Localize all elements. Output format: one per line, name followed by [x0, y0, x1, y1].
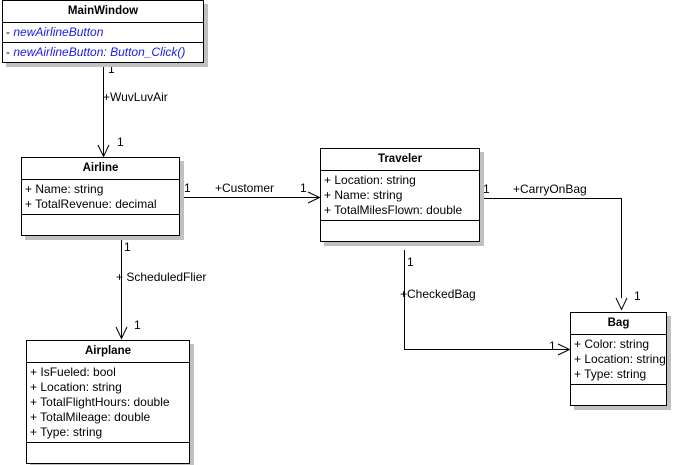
multiplicity-airline-target: 1: [117, 135, 124, 149]
visibility-marker: +: [30, 365, 38, 379]
operations-compartment-traveler: [321, 221, 479, 241]
association-line-airline-airplane[interactable]: [121, 235, 122, 338]
class-name-bag: Bag: [571, 313, 666, 335]
visibility-marker: +: [25, 182, 33, 196]
visibility-marker: +: [324, 188, 332, 202]
visibility-marker: +: [30, 380, 38, 394]
association-label-carryonbag: +CarryOnBag: [513, 182, 587, 196]
attribute-row: + Name: string: [321, 188, 479, 203]
association-line-carryonbag-vertical[interactable]: [621, 198, 622, 298]
visibility-marker: +: [30, 425, 38, 439]
visibility-marker: -: [6, 25, 10, 39]
multiplicity-airline-source: 1: [184, 181, 191, 195]
attributes-compartment-airplane: + IsFueled: bool + Location: string + To…: [27, 363, 189, 443]
class-box-traveler[interactable]: Traveler + Location: string + Name: stri…: [320, 148, 480, 242]
association-label-checkedbag: +CheckedBag: [400, 287, 476, 301]
attribute-row: + IsFueled: bool: [27, 365, 189, 380]
attribute-row: + TotalMileage: double: [27, 410, 189, 425]
association-label-customer: +Customer: [215, 181, 275, 195]
arrowhead-checkedbag: [557, 343, 571, 356]
attribute-row: + Type: string: [27, 425, 189, 440]
multiplicity-bag-target-carryon: 1: [634, 289, 641, 303]
attributes-compartment-bag: + Color: string + Location: string + Typ…: [571, 335, 666, 385]
class-name-mainwindow: MainWindow: [3, 1, 203, 23]
operations-compartment-bag: [571, 385, 666, 405]
attribute-text: TotalMileage: double: [40, 410, 151, 424]
attributes-compartment-traveler: + Location: string + Name: string + Tota…: [321, 171, 479, 221]
multiplicity-traveler-source-checked: 1: [407, 255, 414, 269]
association-line-airline-traveler[interactable]: [180, 197, 320, 198]
attribute-text: Location: string: [334, 173, 416, 187]
attribute-row: + TotalRevenue: decimal: [22, 197, 179, 212]
multiplicity-traveler-source-carryon: 1: [483, 182, 490, 196]
visibility-marker: +: [574, 367, 582, 381]
class-box-airline[interactable]: Airline + Name: string + TotalRevenue: d…: [21, 157, 180, 236]
class-name-airplane: Airplane: [27, 341, 189, 363]
arrowhead-carryonbag: [615, 297, 628, 311]
visibility-marker: +: [324, 203, 332, 217]
attribute-row: + Location: string: [27, 380, 189, 395]
operations-compartment-mainwindow: - newAirlineButton: Button_Click(): [3, 43, 203, 62]
attribute-text: Type: string: [40, 425, 103, 439]
attribute-text: Name: string: [334, 188, 403, 202]
attribute-row: + Type: string: [571, 367, 666, 382]
operations-compartment-airplane: [27, 443, 189, 463]
attribute-text: TotalRevenue: decimal: [35, 197, 157, 211]
class-box-mainwindow[interactable]: MainWindow - newAirlineButton - newAirli…: [2, 0, 204, 63]
arrowhead-airline-traveler: [307, 191, 321, 204]
attribute-text: Location: string: [40, 380, 122, 394]
class-name-traveler: Traveler: [321, 149, 479, 171]
multiplicity-airline-source-airplane: 1: [124, 240, 131, 254]
arrowhead-mainwindow-airline: [97, 144, 110, 158]
visibility-marker: +: [30, 395, 38, 409]
visibility-marker: +: [25, 197, 33, 211]
operations-compartment-airline: [22, 215, 179, 235]
association-line-mainwindow-airline[interactable]: [103, 60, 104, 156]
association-line-checkedbag-vertical[interactable]: [404, 250, 405, 350]
attribute-text: Name: string: [35, 182, 104, 196]
attribute-row: + Location: string: [321, 173, 479, 188]
attribute-text: Type: string: [584, 367, 647, 381]
class-box-airplane[interactable]: Airplane + IsFueled: bool + Location: st…: [26, 340, 190, 464]
attribute-row: + Name: string: [22, 182, 179, 197]
attribute-row: + Location: string: [571, 352, 666, 367]
visibility-marker: +: [574, 337, 582, 351]
multiplicity-mainwindow-source: 1: [108, 62, 115, 76]
visibility-marker: +: [30, 410, 38, 424]
visibility-marker: -: [6, 45, 10, 59]
attributes-compartment-mainwindow: - newAirlineButton: [3, 23, 203, 43]
multiplicity-traveler-target: 1: [300, 181, 307, 195]
association-label-wuvluvair: +WuvLuvAir: [103, 90, 168, 104]
operation-row: - newAirlineButton: Button_Click(): [3, 45, 203, 60]
class-name-airline: Airline: [22, 158, 179, 180]
attribute-row: + Color: string: [571, 337, 666, 352]
class-box-bag[interactable]: Bag + Color: string + Location: string +…: [570, 312, 667, 406]
association-line-carryonbag-horizontal[interactable]: [480, 198, 622, 199]
visibility-marker: +: [574, 352, 582, 366]
attribute-text: TotalFlightHours: double: [40, 395, 170, 409]
association-label-scheduledflier: + ScheduledFlier: [116, 270, 207, 284]
attributes-compartment-airline: + Name: string + TotalRevenue: decimal: [22, 180, 179, 215]
attribute-row: - newAirlineButton: [3, 25, 203, 40]
attribute-text: Color: string: [584, 337, 650, 351]
multiplicity-bag-target-checked: 1: [549, 339, 556, 353]
operation-text: newAirlineButton: Button_Click(): [13, 45, 186, 59]
attribute-text: newAirlineButton: [13, 25, 104, 39]
attribute-text: IsFueled: bool: [40, 365, 116, 379]
arrowhead-airline-airplane: [115, 326, 128, 340]
multiplicity-airplane-target: 1: [134, 318, 141, 332]
association-line-checkedbag-horizontal[interactable]: [404, 349, 570, 350]
visibility-marker: +: [324, 173, 332, 187]
attribute-row: + TotalFlightHours: double: [27, 395, 189, 410]
attribute-text: Location: string: [584, 352, 666, 366]
attribute-text: TotalMilesFlown: double: [334, 203, 463, 217]
attribute-row: + TotalMilesFlown: double: [321, 203, 479, 218]
